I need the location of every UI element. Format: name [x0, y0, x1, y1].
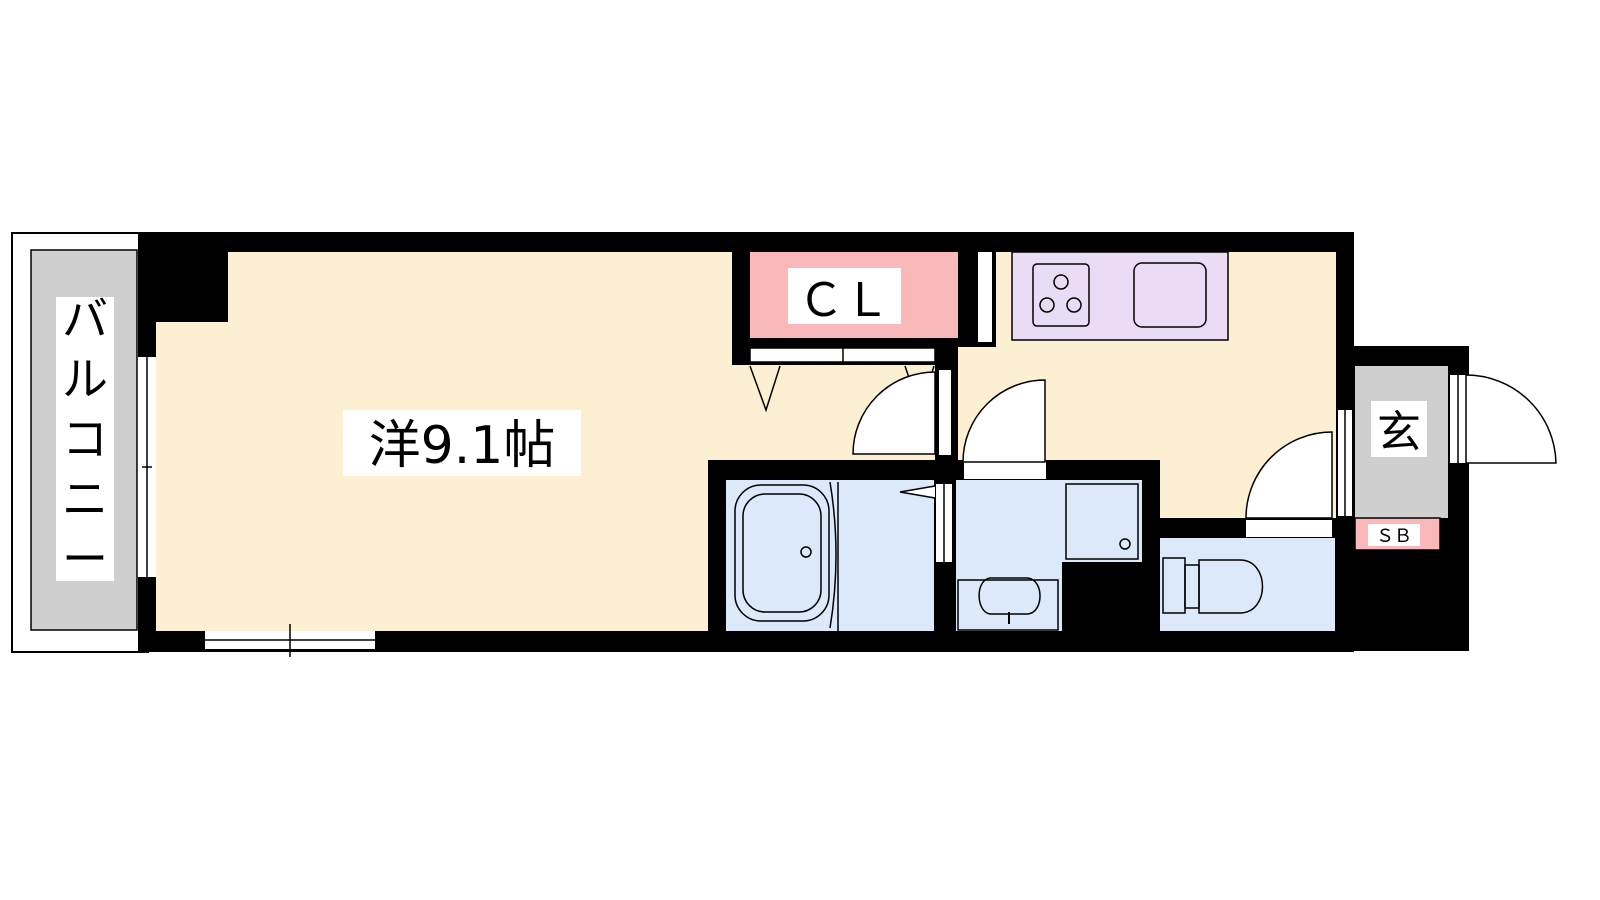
front-door-swing-icon	[1465, 374, 1557, 464]
washroom-door-gap[interactable]	[964, 461, 1046, 479]
washing-machine-icon	[1065, 483, 1139, 560]
kitchen-sink-icon	[1133, 262, 1207, 328]
closet-label: ＣＬ	[798, 273, 890, 327]
washroom-black-block	[1062, 562, 1160, 632]
bathtub-drain-icon	[800, 546, 812, 558]
main-room-label-bg	[343, 410, 581, 476]
balcony-label-bg	[56, 297, 114, 581]
washing-machine-dot	[1119, 538, 1131, 550]
washbasin-icon	[978, 577, 1041, 615]
balcony-label-char-1: バ	[62, 292, 108, 346]
stove-icon	[1032, 263, 1090, 327]
toilet-room-floor	[1160, 538, 1335, 631]
bathtub-icon	[734, 484, 830, 622]
closet-door-leaf-left	[749, 365, 781, 413]
entrance-label: 玄	[1377, 407, 1421, 458]
balcony-label-char-3: コ	[62, 412, 108, 466]
washroom-door-swing-icon	[962, 379, 1046, 463]
bathroom-door-mark	[899, 485, 936, 499]
hall-door-gap[interactable]	[939, 370, 951, 455]
shoe-box-label-bg	[1368, 524, 1420, 546]
balcony-label-char-5: ー	[62, 532, 108, 586]
balcony-label-char-4: ニ	[62, 472, 108, 526]
vanity-counter	[957, 579, 1059, 631]
closet-label-bg	[788, 268, 901, 324]
shoe-box-label: ＳＢ	[1376, 526, 1412, 547]
balcony-label-char-2: ル	[62, 352, 108, 406]
toilet-door-gap[interactable]	[1246, 520, 1332, 537]
main-room-label: 洋9.1帖	[369, 416, 556, 476]
bathroom-floor	[726, 480, 934, 631]
entrance-label-bg	[1371, 401, 1427, 457]
kitchen-pillar-slot	[978, 252, 992, 342]
bathtub-inner	[742, 493, 822, 613]
bath-curtain	[829, 481, 837, 629]
balcony-label: バ ル コ ニ ー	[62, 292, 108, 586]
toilet-door-swing-icon	[1245, 431, 1333, 519]
hall-door-swing-icon	[852, 371, 936, 455]
toilet-icon	[1162, 557, 1264, 614]
